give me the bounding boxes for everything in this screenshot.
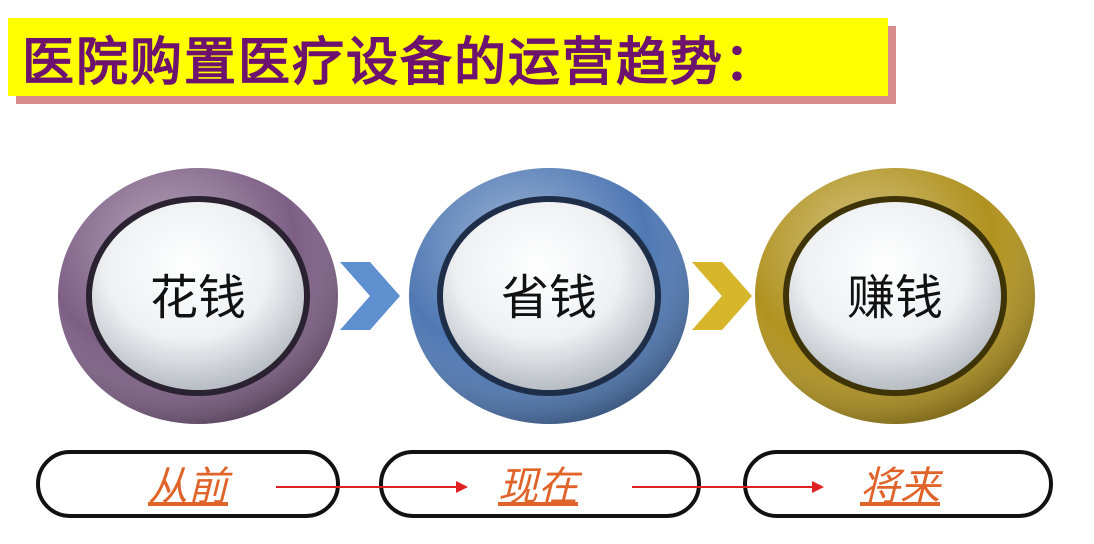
stage-2-label: 省钱 xyxy=(501,270,597,326)
stage-3-label: 赚钱 xyxy=(847,270,943,326)
chevron-right-icon xyxy=(340,262,400,330)
arrow-right-icon xyxy=(276,481,468,493)
timeline-label-2: 现在 xyxy=(498,464,583,510)
timeline-pill-3 xyxy=(743,450,1053,518)
timeline-pill-2 xyxy=(379,450,701,518)
stage-2: 省钱 xyxy=(409,168,689,424)
timeline-pill-1 xyxy=(36,450,340,518)
chevron-right-icon xyxy=(692,262,752,330)
page-title: 医院购置医疗设备的运营趋势： xyxy=(22,32,779,93)
stage-1-disc xyxy=(92,202,304,390)
stage-3: 赚钱 xyxy=(755,168,1035,424)
stage-2-disc xyxy=(443,202,655,390)
stage-3-disc xyxy=(789,202,1001,390)
title-banner: 医院购置医疗设备的运营趋势： xyxy=(8,18,888,96)
arrow-right-icon xyxy=(632,481,824,493)
stage-1-label: 花钱 xyxy=(150,270,246,326)
timeline-label-1: 从前 xyxy=(148,464,233,510)
timeline-label-3: 将来 xyxy=(860,464,944,510)
timeline: 从前 现在 将来 xyxy=(36,450,1053,518)
stage-1: 花钱 xyxy=(58,168,338,424)
